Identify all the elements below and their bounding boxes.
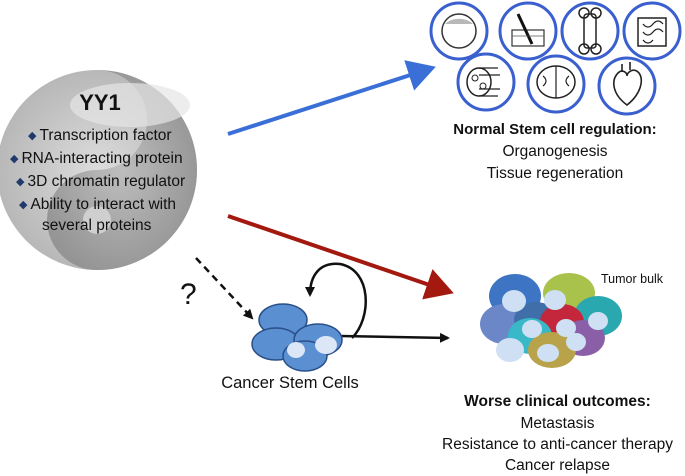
yy1-property: ◆Ability to interact with [19, 196, 177, 213]
red-arrow-to-tumor [227, 214, 454, 300]
worse-outcome-item: Cancer relapse [504, 457, 611, 474]
normal-stem-cell-title: Normal Stem cell regulation: [453, 121, 657, 138]
intestine-icon [622, 1, 682, 61]
tumor-bulk-cluster [480, 273, 622, 368]
yy1-title: YY1 [79, 90, 121, 115]
csc-to-tumor-arrow [339, 332, 450, 343]
question-mark: ? [180, 278, 197, 311]
diamond-bullet-icon: ◆ [19, 199, 28, 211]
cancer-stem-cell-cluster [251, 303, 343, 372]
yy1-yin-yang [0, 70, 197, 270]
worse-outcome-item: Metastasis [520, 415, 595, 432]
dashed-arrow-to-csc [195, 257, 254, 320]
tumor-bulk-label: Tumor bulk [601, 272, 664, 286]
normal-outcome-item: Tissue regeneration [486, 165, 624, 182]
blastocyst-icon [429, 1, 489, 61]
brain-icon [526, 54, 586, 114]
blue-arrow-to-normal [227, 60, 436, 136]
worse-outcomes-title: Worse clinical outcomes: [464, 393, 651, 410]
worse-outcome-item: Resistance to anti-cancer therapy [442, 436, 673, 453]
normal-outcome-item: Organogenesis [502, 143, 608, 160]
diamond-bullet-icon: ◆ [10, 153, 19, 165]
diamond-bullet-icon: ◆ [28, 130, 37, 142]
cancer-stem-cells-label: Cancer Stem Cells [221, 374, 359, 392]
self-renewal-loop-arrow [305, 262, 367, 339]
heart-icon [597, 56, 657, 116]
yy1-property-continued: several proteins [42, 217, 152, 234]
diamond-bullet-icon: ◆ [16, 176, 25, 188]
yy1-property: ◆Transcription factor [28, 127, 172, 144]
yy1-property: ◆3D chromatin regulator [16, 173, 186, 190]
yy1-property: ◆RNA-interacting protein [10, 150, 183, 167]
muscle-fiber-icon [456, 52, 516, 112]
skin-hair-follicle-icon [498, 1, 558, 61]
bone-icon [560, 1, 620, 61]
